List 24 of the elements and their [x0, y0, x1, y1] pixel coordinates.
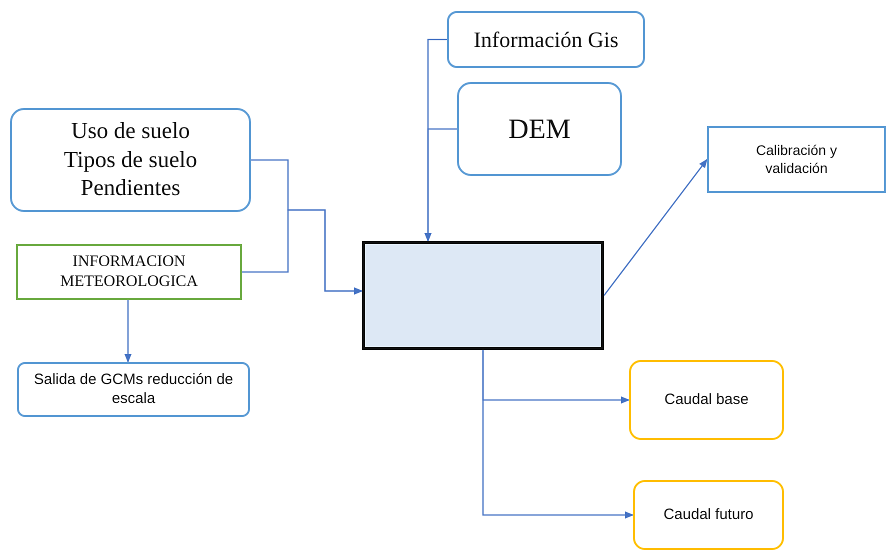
output-box: [17, 362, 250, 417]
node-label: Calibración y validación: [755, 142, 838, 177]
node-label: Caudal futuro: [662, 506, 755, 524]
node-label: Uso de suelo: [70, 116, 191, 145]
node-label: Información Gis: [472, 26, 620, 54]
node-label: DEM: [507, 112, 572, 146]
output-box: [633, 480, 784, 550]
source-box: [447, 11, 645, 68]
arrow: [424, 128, 457, 242]
node-label: Tipos de suelo: [62, 146, 198, 174]
node-label: INFORMACION METEOROLOGICA: [59, 252, 199, 292]
source-box: [457, 82, 622, 176]
output-box: [629, 360, 784, 440]
arrow: [482, 350, 634, 519]
arrow: [603, 158, 708, 296]
source-box: [10, 108, 251, 212]
output-box: [707, 126, 886, 193]
arrow: [124, 300, 132, 363]
node-label: Caudal base: [663, 390, 750, 410]
node-label: Pendientes: [80, 174, 182, 202]
model-box: [362, 241, 604, 350]
arrow: [242, 209, 363, 295]
source-box: [16, 244, 242, 300]
node-label: Salida de GCMs reducción de escala: [32, 370, 234, 408]
